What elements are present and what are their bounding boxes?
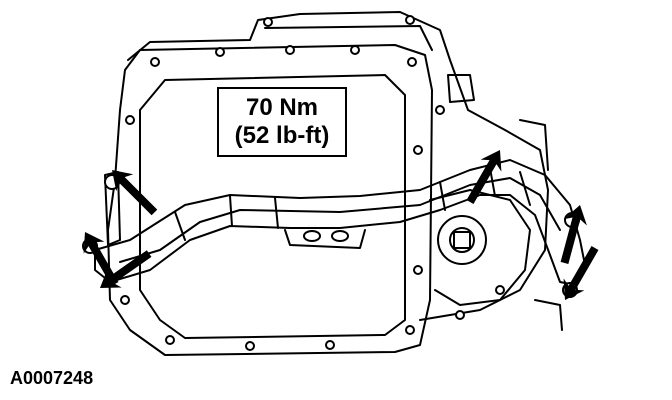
case-bolt [455, 310, 465, 320]
pan-bolt [215, 47, 225, 57]
pan-bolt [150, 57, 160, 67]
bracket-hole [331, 230, 349, 242]
pan-bolt [285, 45, 295, 55]
arrow-middle-left [83, 232, 119, 286]
pan-bolt [405, 325, 415, 335]
bracket-hole [303, 230, 321, 242]
pan-bolt [165, 335, 175, 345]
case-bolt [263, 17, 273, 27]
arrow-lower-right [563, 246, 599, 300]
pan-bolt [413, 145, 423, 155]
case-outline [127, 11, 549, 321]
oil-pan-flange [107, 44, 433, 356]
pump-hub-inner [449, 227, 475, 253]
bracket-slot [284, 229, 366, 249]
torque-metric: 70 Nm [245, 94, 319, 121]
support-bracket [94, 159, 586, 286]
case-bolt [495, 285, 505, 295]
torque-spec-label: 70 Nm (52 lb-ft) [217, 87, 347, 157]
pump-hub [437, 215, 487, 265]
bracket-rib [174, 167, 531, 241]
case-bolt [405, 15, 415, 25]
pan-bolt [413, 265, 423, 275]
pan-bolt [245, 341, 255, 351]
arrow-lower-left [100, 250, 152, 288]
case-inner-line [264, 25, 433, 51]
pump-hub-bolt [453, 231, 471, 249]
arrow-top-right [466, 150, 502, 204]
torque-imperial: (52 lb-ft) [234, 122, 330, 149]
pan-bolt [125, 115, 135, 125]
case-connector [447, 74, 475, 103]
pan-bolt [407, 57, 417, 67]
right-case-detail [519, 119, 563, 331]
figure-id: A0007248 [10, 368, 94, 388]
pan-bolt [350, 45, 360, 55]
case-bolt [435, 105, 445, 115]
pan-bolt [325, 340, 335, 350]
pan-bolt [120, 295, 130, 305]
arrow-upper-left [112, 170, 158, 216]
arrow-upper-right [560, 205, 587, 264]
